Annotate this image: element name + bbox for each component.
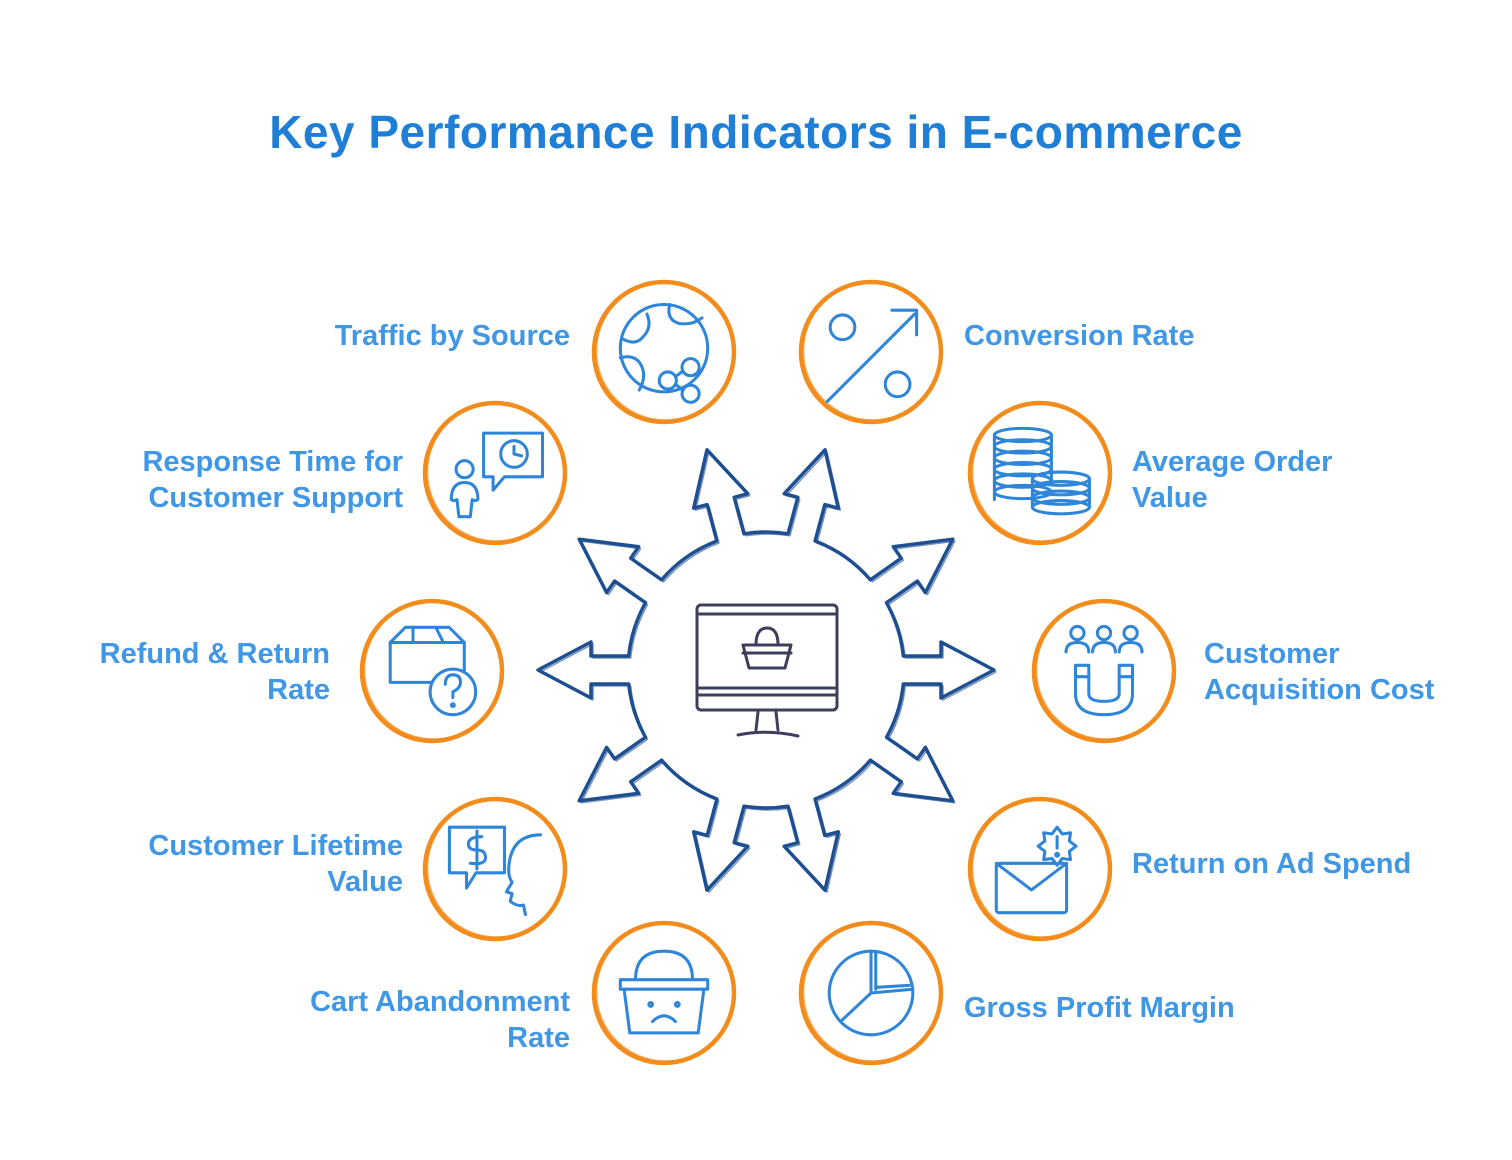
kpi-label-line: Value (327, 866, 403, 898)
kpi-label-line: Response Time for (142, 446, 403, 478)
kpi-node-traffic (591, 279, 737, 425)
percent-arrow-icon (825, 308, 919, 403)
monitor-shopping-basket-icon (695, 603, 839, 738)
kpi-label-line: Acquisition Cost (1204, 674, 1435, 706)
kpi-node-aov (967, 400, 1113, 546)
kpi-label-line: Customer Lifetime (148, 830, 403, 862)
coin-stacks-icon (992, 426, 1091, 516)
kpi-label-line: Customer (1204, 638, 1340, 670)
kpi-label-line: Customer Support (148, 482, 403, 514)
sad-basket-icon (618, 949, 710, 1035)
envelope-alert-icon (994, 825, 1078, 915)
kpi-label-gpm: Gross Profit Margin (964, 990, 1235, 1026)
globe-share-icon (618, 302, 710, 404)
kpi-label-line: Refund & Return (99, 638, 330, 670)
magnet-people-icon (1064, 624, 1144, 717)
kpi-label-line: Rate (267, 674, 330, 706)
kpi-label-line: Value (1132, 482, 1208, 514)
person-clock-chat-icon (449, 431, 545, 519)
page-title: Key Performance Indicators in E-commerce (269, 106, 1243, 158)
head-dollar-chat-icon (447, 825, 543, 917)
kpi-label-line: Conversion Rate (964, 320, 1195, 352)
hub (536, 448, 997, 893)
kpi-node-clv (422, 796, 568, 942)
kpi-node-cac (1031, 598, 1177, 744)
kpi-node-conversion (798, 279, 944, 425)
kpi-node-gpm (798, 920, 944, 1066)
kpi-node-roas (967, 796, 1113, 942)
box-question-icon (388, 625, 478, 717)
kpi-node-refund (359, 598, 505, 744)
kpi-label-line: Rate (507, 1022, 570, 1054)
pie-chart-icon (827, 949, 915, 1037)
kpi-label-traffic: Traffic by Source (335, 318, 570, 354)
kpi-label-line: Cart Abandonment (310, 986, 570, 1018)
kpi-label-line: Return on Ad Spend (1132, 848, 1412, 880)
kpi-label-conversion: Conversion Rate (964, 318, 1194, 354)
kpi-label-line: Traffic by Source (334, 320, 570, 352)
kpi-label-roas: Return on Ad Spend (1132, 846, 1411, 882)
kpi-label-line: Gross Profit Margin (964, 992, 1235, 1024)
kpi-label-line: Average Order (1132, 446, 1333, 478)
kpi-node-cart (591, 920, 737, 1066)
hub-outline (536, 448, 996, 892)
kpi-node-response (422, 400, 568, 546)
